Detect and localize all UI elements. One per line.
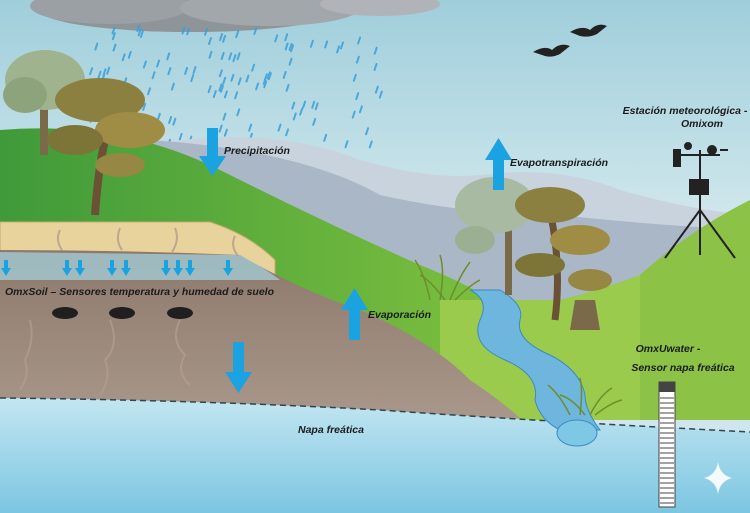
label-omxsoil: OmxSoil – Sensores temperatura y humedad… — [5, 286, 275, 298]
river — [469, 289, 601, 431]
percolation-arrow — [225, 342, 252, 393]
tree-right-front — [515, 187, 612, 321]
tree-left-front — [47, 78, 165, 216]
grass-tuft-right — [547, 377, 623, 416]
soil-cracks — [19, 227, 239, 396]
weather-station — [664, 142, 736, 259]
soil-sensor-3 — [167, 307, 193, 319]
omxsoil-sensors — [52, 307, 193, 319]
label-station-line2: Omixom — [681, 118, 723, 130]
sparkle-icon — [704, 462, 732, 494]
evapotranspiration-arrow — [485, 138, 512, 190]
tree-stump — [570, 300, 600, 330]
soil-sensor-2 — [109, 307, 135, 319]
soil-brown-layer — [0, 250, 520, 418]
birds — [533, 24, 607, 57]
label-precipitation: Precipitación — [224, 145, 290, 157]
evaporation-arrow — [341, 288, 368, 340]
tree-right-back — [455, 177, 535, 295]
spring-pool — [556, 419, 598, 447]
label-omxuwater-line1: OmxUwater - — [636, 343, 701, 355]
water-table-line — [0, 397, 750, 433]
label-evaporation: Evaporación — [368, 309, 431, 321]
label-water-table: Napa freática — [298, 424, 364, 436]
grass-tuft-left — [414, 254, 481, 301]
label-omxuwater-line2: Sensor napa freática — [631, 362, 734, 374]
infiltration-arrows — [1, 260, 233, 276]
omxuwater-tube — [658, 381, 676, 508]
precipitation-arrow — [199, 128, 226, 176]
soil-sensor-1 — [52, 307, 78, 319]
rain-cloud — [30, 0, 440, 32]
soil-top-band — [0, 252, 280, 280]
label-station-line1: Estación meteorológica - — [623, 105, 748, 117]
label-evapotranspiration: Evapotranspiración — [510, 157, 608, 169]
